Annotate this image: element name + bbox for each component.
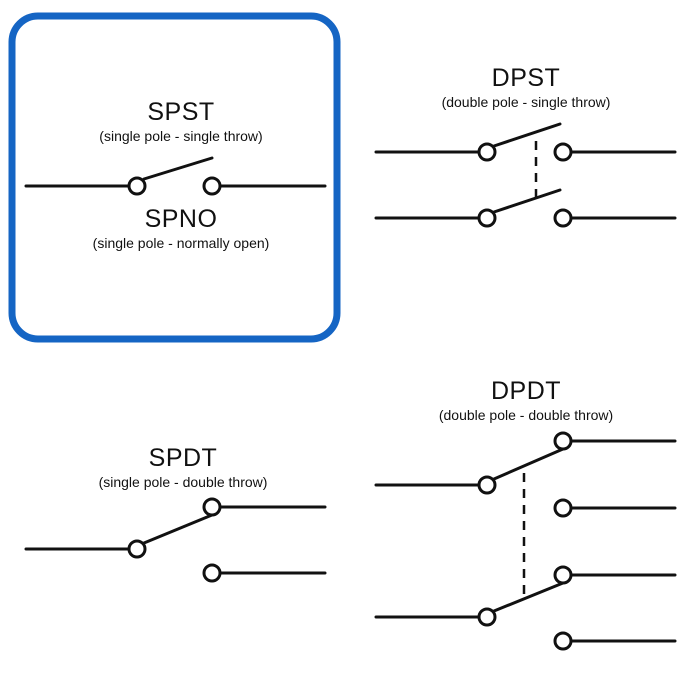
dpdt-pole1-common-terminal — [477, 475, 497, 495]
spst-open-terminal — [202, 176, 222, 196]
dpdt-pole2-throw1-terminal — [553, 565, 573, 585]
dpdt-pole1-throw1-terminal — [553, 431, 573, 451]
dpdt-subtitle: (double pole - double throw) — [439, 407, 613, 423]
dpst-pole2-lever — [492, 188, 562, 214]
spst-common-terminal — [127, 176, 147, 196]
dpst-subtitle: (double pole - single throw) — [442, 94, 611, 110]
panel-dpst: DPST (double pole - single throw) — [374, 64, 677, 228]
dpdt-title: DPDT — [491, 377, 561, 405]
dpdt-pole1-throw2-terminal — [553, 498, 573, 518]
dpdt-pole2-lever — [492, 581, 565, 613]
spst-highlight-box — [8, 12, 341, 343]
dpst-pole1-common-terminal — [477, 142, 497, 162]
panel-spdt: SPDT (single pole - double throw) — [24, 444, 327, 583]
spdt-common-terminal — [127, 539, 147, 559]
dpst-title: DPST — [492, 64, 561, 92]
spno-title: SPNO — [145, 205, 218, 233]
panel-spst: SPST (single pole - single throw) SPNO (… — [8, 12, 341, 343]
dpdt-pole1-lever — [492, 447, 565, 481]
panel-dpdt: DPDT (double pole - double throw) — [374, 377, 677, 651]
dpdt-pole2-common-terminal — [477, 607, 497, 627]
dpdt-pole2-throw2-terminal — [553, 631, 573, 651]
dpst-pole2-common-terminal — [477, 208, 497, 228]
spst-switch-lever — [142, 156, 214, 181]
spno-subtitle: (single pole - normally open) — [93, 235, 270, 251]
spst-subtitle: (single pole - single throw) — [99, 128, 262, 144]
spdt-throw2-terminal — [202, 563, 222, 583]
spdt-throw1-terminal — [202, 497, 222, 517]
spdt-title: SPDT — [149, 444, 218, 472]
spst-title: SPST — [147, 98, 214, 126]
dpst-pole1-open-terminal — [553, 142, 573, 162]
spdt-switch-lever — [142, 513, 214, 545]
dpst-pole2-open-terminal — [553, 208, 573, 228]
spdt-subtitle: (single pole - double throw) — [99, 474, 268, 490]
dpst-pole1-lever — [492, 122, 562, 148]
